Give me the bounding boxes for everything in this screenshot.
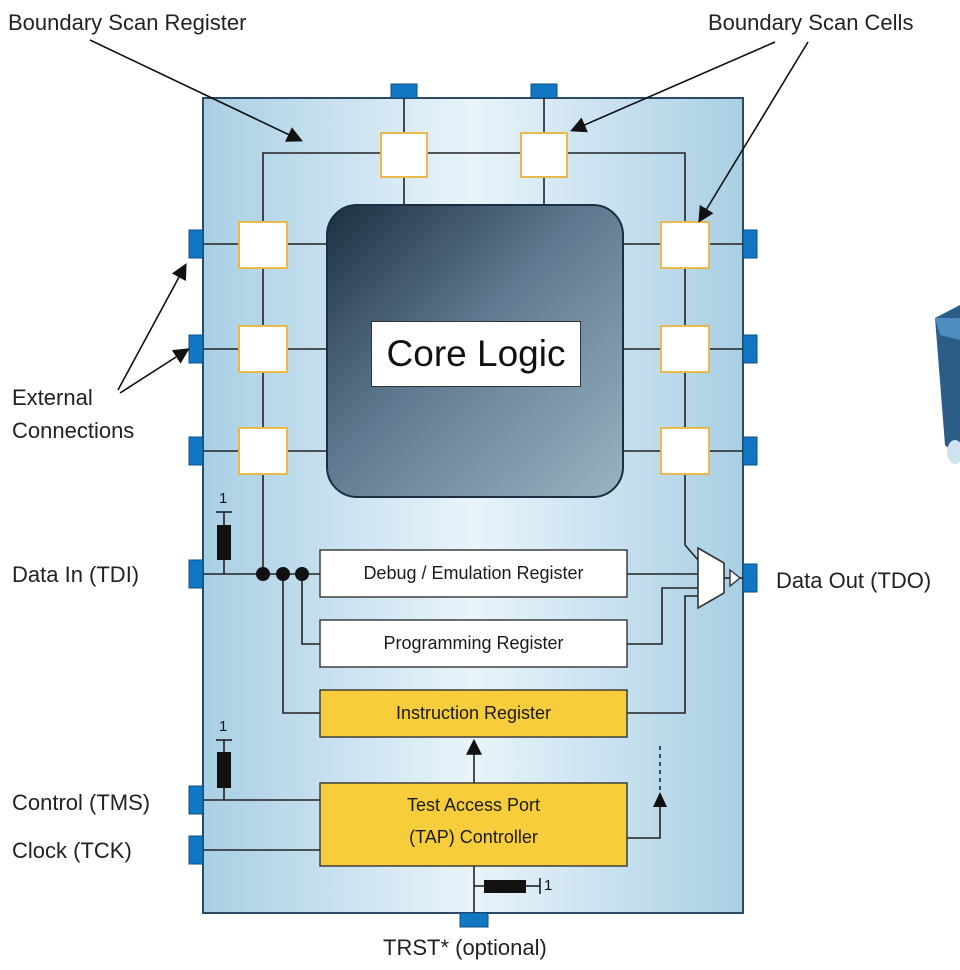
- instruction-register-box: [319, 689, 628, 738]
- tdi-resistor-value: 1: [219, 490, 228, 507]
- programming-register-box: [319, 619, 628, 668]
- scan-cell: [660, 221, 710, 269]
- debug-register-label: Debug / Emulation Register: [363, 563, 584, 583]
- scan-cell: [520, 132, 568, 178]
- trst-label: TRST* (optional): [383, 935, 547, 960]
- external-connections-label-1: External: [12, 385, 93, 410]
- tms-resistor-value: 1: [219, 718, 228, 735]
- trst-resistor: [484, 880, 526, 893]
- scan-cell: [238, 427, 288, 475]
- tms-resistor: [217, 752, 231, 788]
- tdi-resistor: [217, 525, 231, 560]
- trst-resistor-value: 1: [544, 877, 553, 894]
- scan-cell: [238, 325, 288, 373]
- debug-register-box: [319, 549, 628, 598]
- tap-controller-label-2: (TAP) Controller: [409, 826, 538, 847]
- programming-register-label: Programming Register: [383, 633, 564, 653]
- clock-label: Clock (TCK): [12, 838, 132, 863]
- boundary-scan-register-label: Boundary Scan Register: [8, 10, 247, 35]
- pin-top-left: [390, 83, 418, 99]
- scan-cell: [238, 221, 288, 269]
- scan-cell: [660, 325, 710, 373]
- junction-dot: [295, 567, 309, 581]
- pin-tdi: [188, 559, 204, 589]
- pin-left-2: [188, 334, 204, 364]
- pin-top-right: [530, 83, 558, 99]
- output-buffer: [729, 568, 742, 588]
- junction-dot: [256, 567, 270, 581]
- tap-output-arrow: [653, 792, 667, 807]
- tap-controller-label-1: Test Access Port: [406, 794, 541, 815]
- pin-right-3: [742, 436, 758, 466]
- tap-controller-box: [319, 782, 628, 867]
- scan-cell: [660, 427, 710, 475]
- boundary-scan-cells-label: Boundary Scan Cells: [708, 10, 914, 35]
- pin-trst: [459, 912, 489, 928]
- data-out-label: Data Out (TDO): [776, 568, 932, 593]
- pin-right-2: [742, 334, 758, 364]
- instruction-register-label: Instruction Register: [395, 703, 552, 723]
- output-mux: [697, 546, 725, 610]
- control-label: Control (TMS): [12, 790, 151, 815]
- pin-left-1: [188, 229, 204, 259]
- scan-cell: [380, 132, 428, 178]
- junction-dot: [276, 567, 290, 581]
- pin-left-3: [188, 436, 204, 466]
- annotation-arrows: [89, 39, 809, 394]
- pin-tck: [188, 835, 204, 865]
- pin-tdo: [742, 563, 758, 593]
- external-connections-label-2: Connections: [12, 418, 135, 443]
- core-logic-label: Core Logic: [371, 321, 581, 387]
- boundary-scan-cells: [238, 132, 710, 475]
- device-edge-graphic: [935, 305, 960, 464]
- pin-tms: [188, 785, 204, 815]
- pin-right-1: [742, 229, 758, 259]
- data-in-label: Data In (TDI): [12, 562, 140, 587]
